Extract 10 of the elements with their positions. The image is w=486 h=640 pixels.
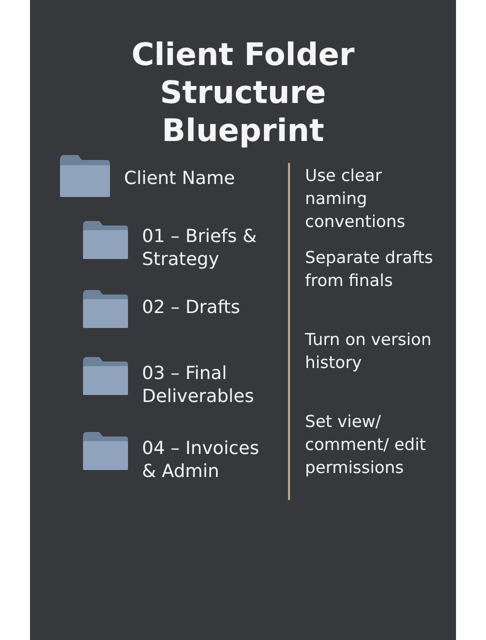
- folder-name: 01 – Briefs & Strategy: [142, 225, 258, 271]
- tip-text: Separate drafts from finals: [305, 247, 434, 292]
- folder-name: 03 – Final Deliverables: [142, 362, 255, 408]
- folder-name: 04 – Invoices & Admin: [142, 437, 260, 483]
- tip-text: Set view/ comment/ edit permissions: [305, 411, 427, 479]
- title: Client Folder Structure Blueprint: [130, 36, 356, 150]
- tip-text: Use clear naming conventions: [305, 165, 406, 233]
- folder-name: 02 – Drafts: [142, 296, 242, 319]
- folder-name: Client Name: [124, 167, 236, 190]
- tip-text: Turn on version history: [305, 329, 432, 374]
